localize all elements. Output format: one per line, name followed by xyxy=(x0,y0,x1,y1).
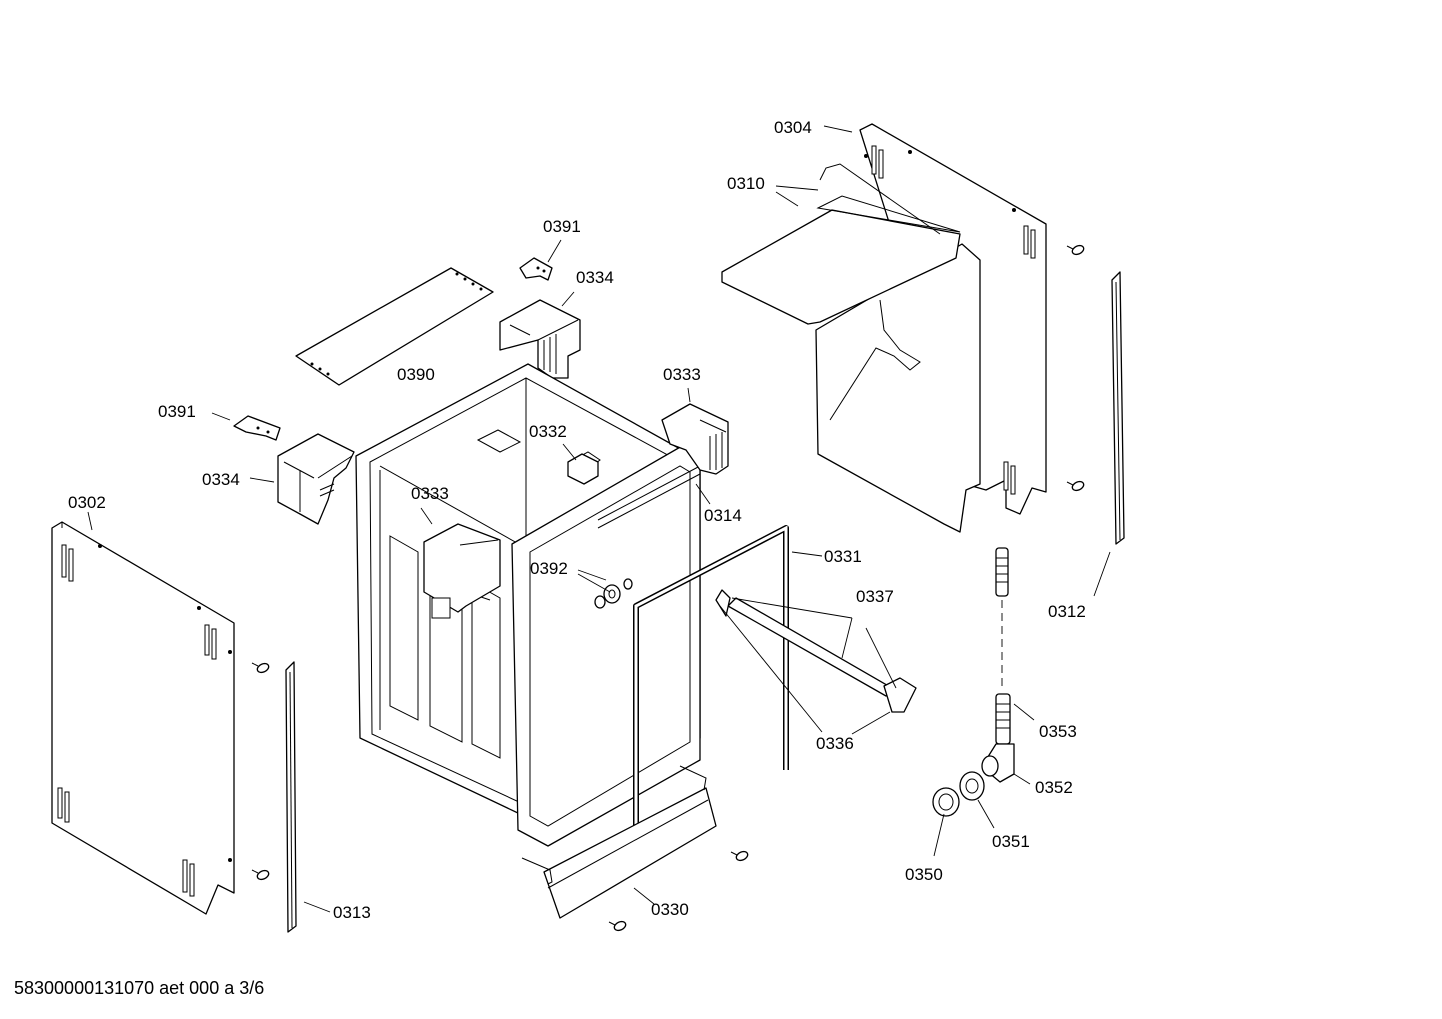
label-0304: 0304 xyxy=(774,118,812,137)
label-0391: 0391 xyxy=(158,402,196,421)
label-0331: 0331 xyxy=(824,547,862,566)
part-0391-bracket-lower xyxy=(233,415,281,441)
label-0334: 0334 xyxy=(576,268,614,287)
label-0302: 0302 xyxy=(68,493,106,512)
label-0333: 0333 xyxy=(411,484,449,503)
label-0334: 0334 xyxy=(202,470,240,489)
label-0314: 0314 xyxy=(704,506,742,525)
screw-icon xyxy=(608,920,627,932)
part-0310-insulation xyxy=(721,163,981,533)
label-0330: 0330 xyxy=(651,900,689,919)
part-0314-door-frame xyxy=(511,445,701,847)
label-0392: 0392 xyxy=(530,559,568,578)
screw-icon xyxy=(251,869,270,881)
part-0390-top-strip xyxy=(295,267,494,386)
part-0334-hinge-lower xyxy=(277,433,355,525)
part-0312-right-strip xyxy=(1111,271,1125,545)
screw-icon xyxy=(730,850,749,862)
part-0391-bracket-upper xyxy=(519,257,553,281)
part-0351-nut xyxy=(959,771,985,801)
label-0390: 0390 xyxy=(397,365,435,384)
screw-icon xyxy=(251,662,270,674)
drawing-reference-footer: 58300000131070 aet 000 a 3/6 xyxy=(14,978,265,998)
part-0333-box-left xyxy=(423,523,501,619)
label-0313: 0313 xyxy=(333,903,371,922)
label-0332: 0332 xyxy=(529,422,567,441)
part-0333-box-right xyxy=(661,403,729,475)
part-0313-left-strip xyxy=(285,661,297,933)
part-0392-fittings xyxy=(594,578,633,609)
screw-icon xyxy=(1066,480,1085,492)
label-0336: 0336 xyxy=(816,734,854,753)
label-0350: 0350 xyxy=(905,865,943,884)
label-0391: 0391 xyxy=(543,217,581,236)
part-0330-plinth xyxy=(521,765,717,919)
label-0333: 0333 xyxy=(663,365,701,384)
part-0332-clip xyxy=(567,453,599,485)
label-0352: 0352 xyxy=(1035,778,1073,797)
label-0310: 0310 xyxy=(727,174,765,193)
part-0334-hinge-upper xyxy=(499,299,581,379)
part-0353-hose xyxy=(995,547,1011,745)
part-0302-left-side-panel xyxy=(51,521,235,915)
label-0351: 0351 xyxy=(992,832,1030,851)
screw-icon xyxy=(1066,244,1085,256)
label-0337: 0337 xyxy=(856,587,894,606)
leader-lines xyxy=(87,125,1111,913)
label-0312: 0312 xyxy=(1048,602,1086,621)
part-0331-door-seal xyxy=(633,525,789,860)
part-0350-cap xyxy=(932,787,960,817)
part-0337-rod xyxy=(715,589,917,713)
part-0352-elbow xyxy=(981,743,1015,783)
label-0353: 0353 xyxy=(1039,722,1077,741)
